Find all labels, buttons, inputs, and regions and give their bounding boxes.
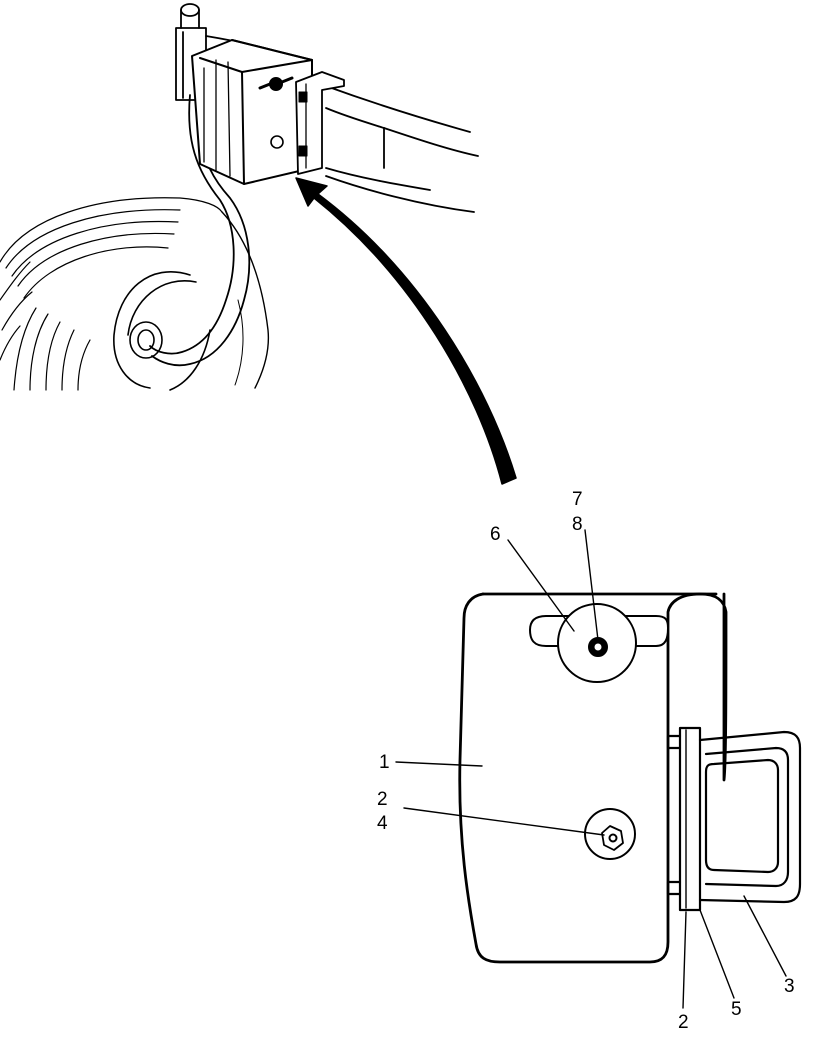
callout-8: 8: [572, 514, 583, 535]
weight-plate: [458, 592, 728, 964]
weight-detail-view: 1 2 4 6 7 8 2 5 3: [377, 489, 802, 1033]
leader-lines: [395, 529, 787, 1009]
wheel-hub: [113, 271, 211, 391]
callout-2-lower: 2: [678, 1012, 689, 1033]
callout-1: 1: [379, 752, 390, 773]
callout-5: 5: [731, 999, 742, 1020]
mounted-weight-block: [191, 39, 345, 185]
callout-2-upper: 2: [377, 789, 388, 810]
callout-3: 3: [784, 976, 795, 997]
handle-assembly: [666, 726, 802, 912]
tire: [0, 197, 270, 391]
callout-4: 4: [377, 813, 388, 834]
top-slot-and-washer: [529, 603, 669, 683]
axle-arm: [149, 94, 251, 367]
lower-bolt-hole: [584, 808, 636, 860]
callout-7: 7: [572, 489, 583, 510]
callout-6: 6: [490, 524, 501, 545]
wheel-assembly-illustration: [0, 3, 517, 485]
install-direction-arrow: [295, 177, 517, 485]
kingpin: [175, 3, 207, 101]
